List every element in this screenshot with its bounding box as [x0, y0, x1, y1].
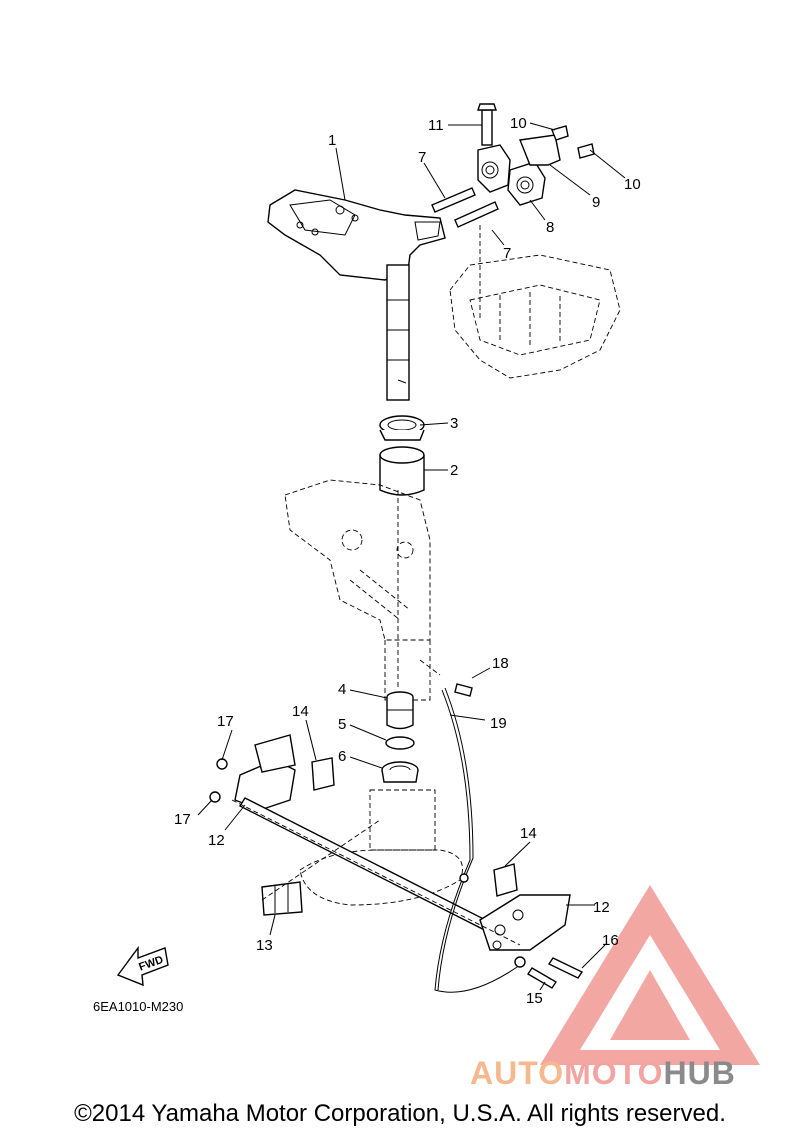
fwd-direction-arrow: FWD: [116, 945, 169, 987]
callout-9: 9: [592, 194, 600, 211]
callout-13: 13: [256, 937, 273, 954]
callout-16: 16: [602, 932, 619, 949]
callout-12-right: 12: [593, 899, 610, 916]
callout-7-upper: 7: [418, 149, 426, 166]
upper-mount-assembly: [477, 103, 595, 206]
callout-14-right: 14: [520, 825, 537, 842]
stud-bolts: [431, 187, 499, 320]
callout-10-right: 10: [624, 176, 641, 193]
callout-leaders: [197, 122, 626, 991]
callout-1: 1: [328, 132, 336, 149]
callout-15: 15: [526, 990, 543, 1007]
steering-bushings: [379, 415, 425, 496]
callout-11: 11: [428, 117, 444, 134]
lower-bushings: [381, 691, 419, 783]
assembly-guide-lines: [231, 490, 521, 946]
callout-17-lower: 17: [174, 811, 191, 828]
callout-6: 6: [338, 748, 346, 765]
callout-18: 18: [492, 655, 509, 672]
rubber-mounts: [311, 757, 518, 897]
callout-17-upper: 17: [217, 713, 234, 730]
callout-numbers: 1 7 7 8 9 10 10 11 3 2 4 5 6 17 17 14 12…: [93, 115, 641, 1014]
copyright-notice: ©2014 Yamaha Motor Corporation, U.S.A. A…: [74, 1100, 726, 1127]
swivel-bracket-reference: [284, 479, 431, 701]
callout-7-lower: 7: [503, 245, 511, 262]
watermark-moto: MOTO: [564, 1055, 664, 1091]
hardware: [209, 683, 584, 993]
steering-bracket: [267, 189, 446, 401]
bottom-cowling-reference: [449, 254, 621, 379]
watermark-text: AUTOMOTOHUB: [470, 1055, 736, 1092]
watermark-triangle-logo: [540, 885, 760, 1065]
callout-5: 5: [338, 716, 346, 733]
diagram-code: 6EA1010-M230: [93, 999, 183, 1014]
callout-4: 4: [338, 681, 346, 698]
callout-8: 8: [546, 219, 554, 236]
callout-3: 3: [450, 415, 458, 432]
watermark-auto: AUTO: [470, 1055, 565, 1091]
callout-10-left: 10: [510, 115, 527, 132]
callout-12-left: 12: [208, 832, 225, 849]
callout-14-left: 14: [292, 703, 309, 720]
watermark-hub: HUB: [663, 1055, 736, 1091]
callout-2: 2: [450, 462, 458, 479]
callout-19: 19: [490, 715, 507, 732]
grommet: [261, 881, 303, 916]
